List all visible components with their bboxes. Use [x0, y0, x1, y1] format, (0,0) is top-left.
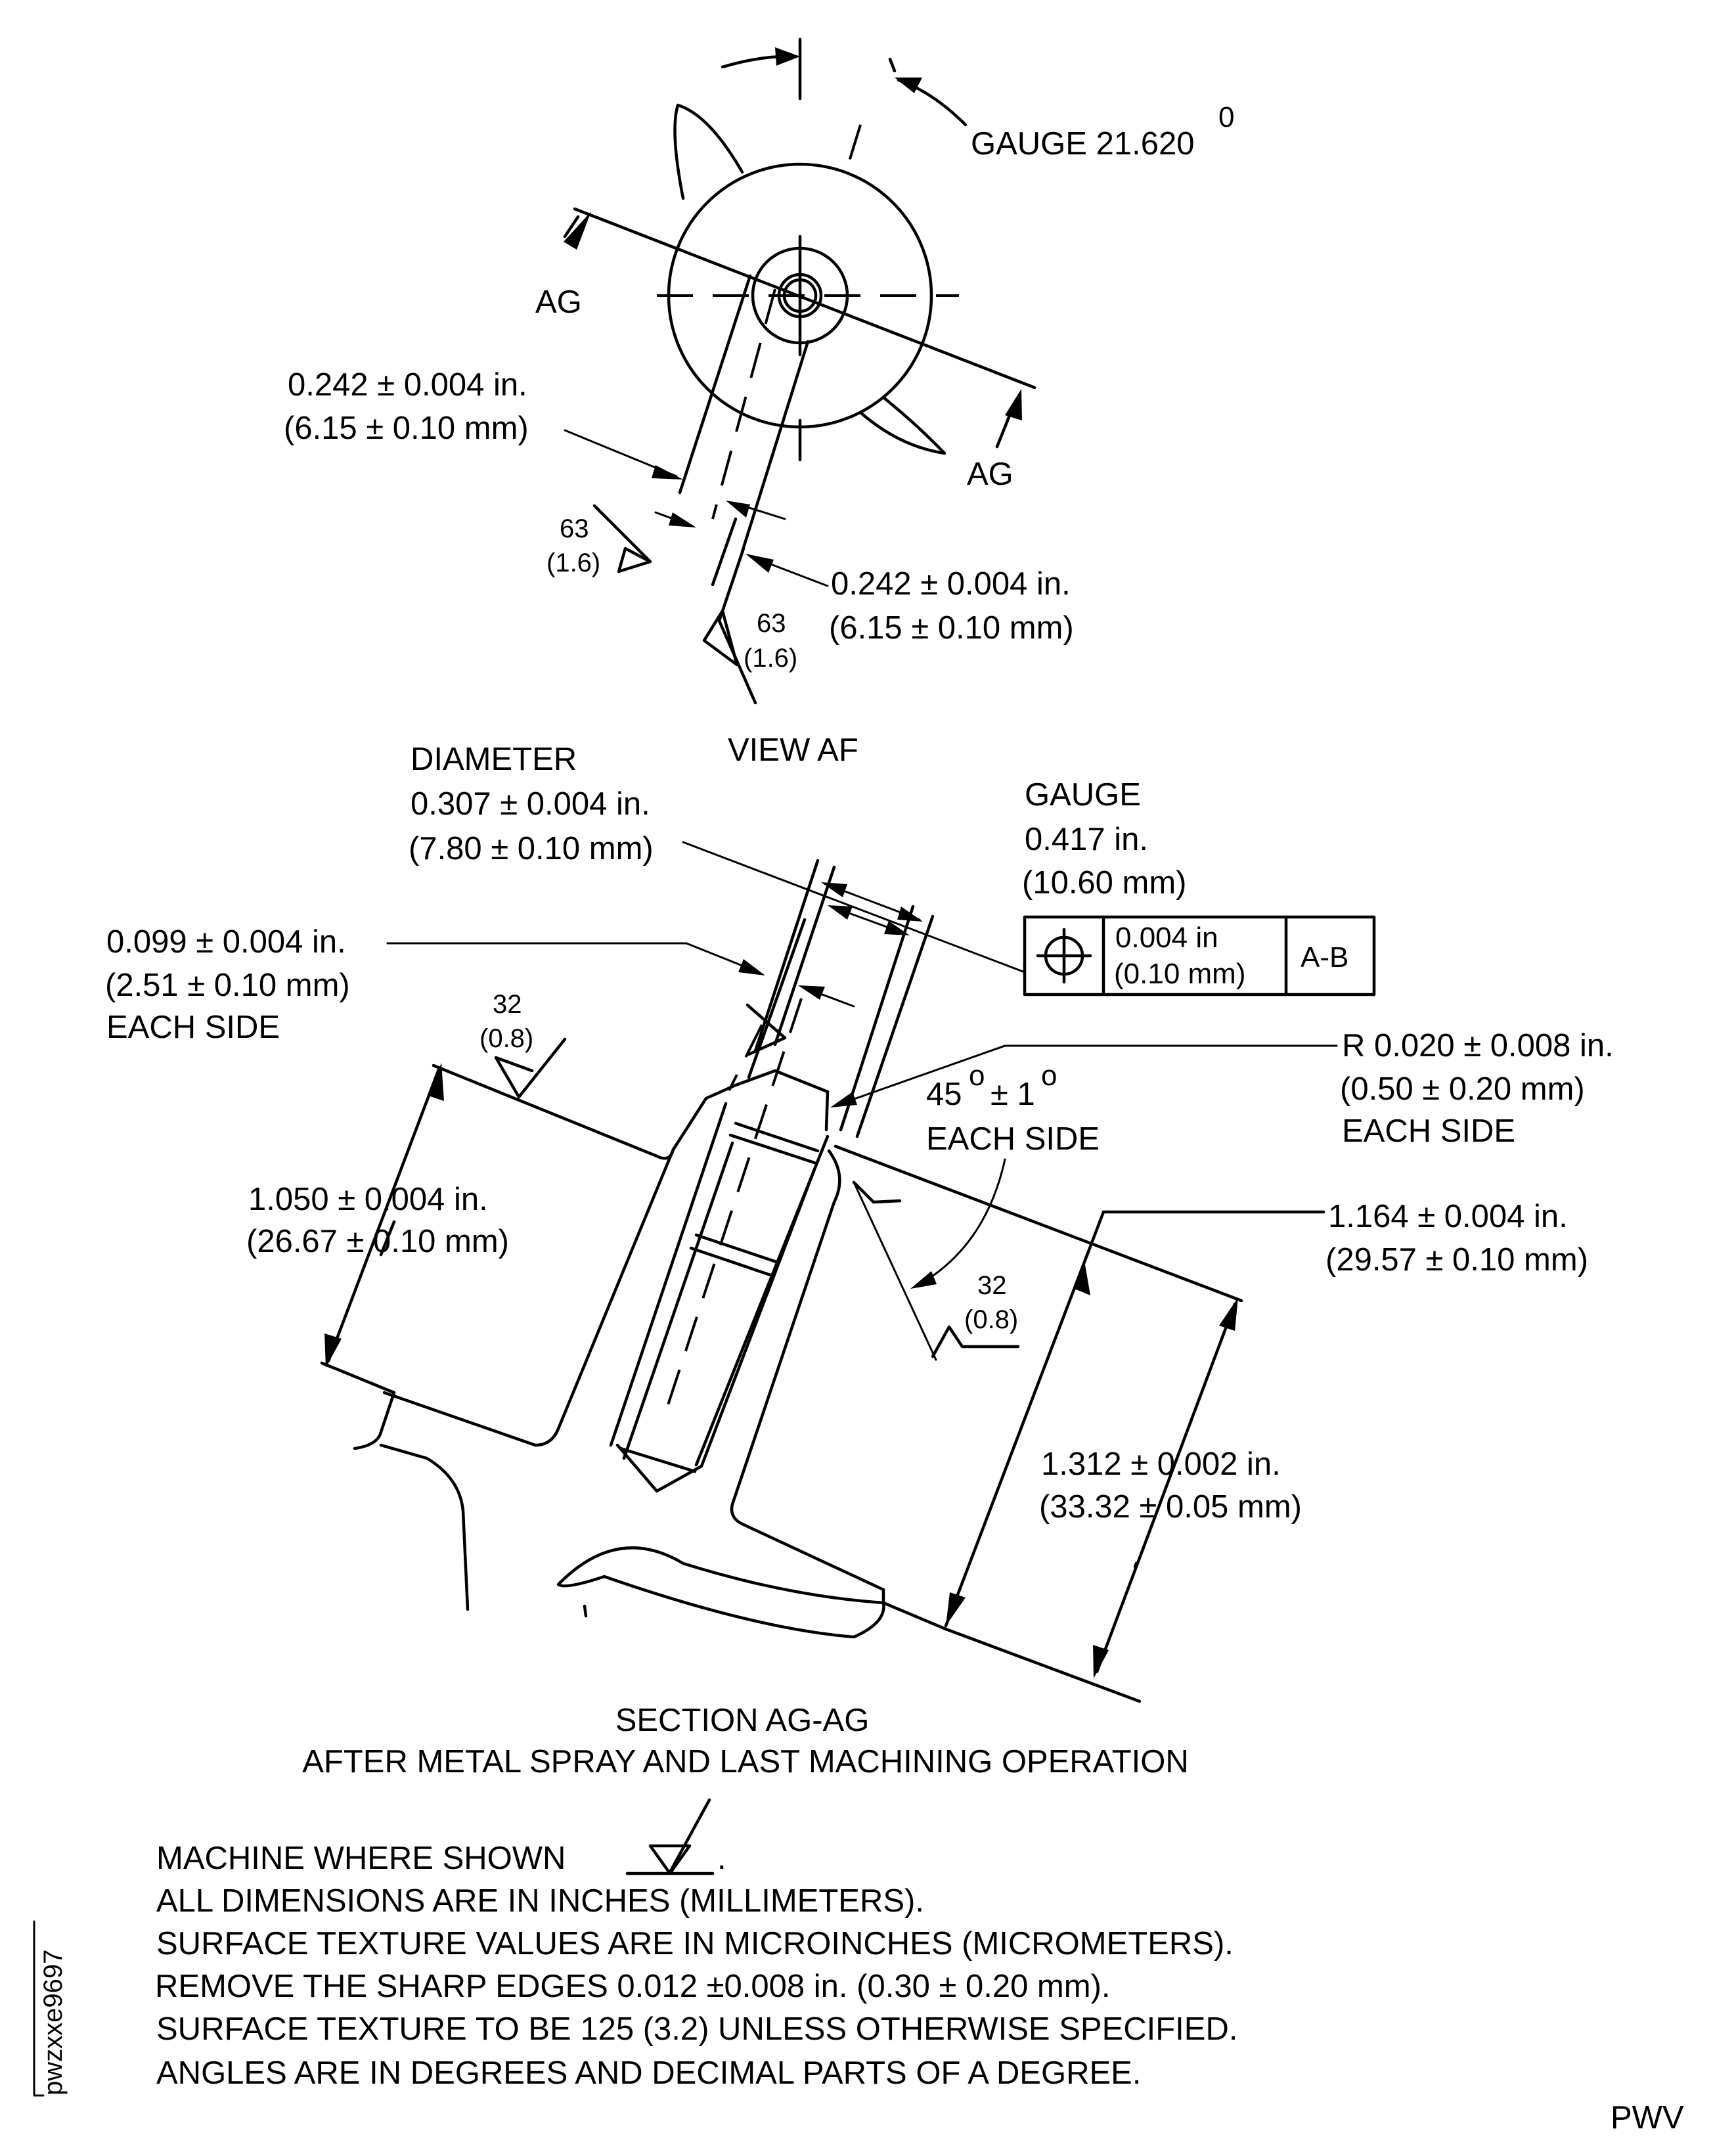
bore-top	[773, 1069, 830, 1132]
chamfer-tolerance-degree: o	[1041, 1060, 1057, 1092]
section-title: SECTION AG-AG	[615, 1703, 870, 1738]
section-top-left-edge	[432, 1064, 738, 1160]
dim-1050-line	[326, 1067, 441, 1363]
airfoil-section	[556, 1546, 885, 1639]
side-note: EACH SIDE	[106, 1010, 280, 1045]
pin-edge-right	[700, 1167, 816, 1468]
view-af: AG AG 0.242 ± 0.004 in. (6.15 ± 0.10 mm)…	[284, 37, 1234, 768]
gauge-reference-tick	[888, 57, 897, 73]
corner-code: PWV	[1611, 2100, 1684, 2136]
diameter-mm: (7.80 ± 0.10 mm)	[409, 831, 654, 866]
dim-width-2-mm: (6.15 ± 0.10 mm)	[829, 610, 1074, 646]
finish-symbol-32-top	[494, 1037, 567, 1099]
section-left-wall	[382, 1148, 675, 1447]
section-left-lower	[379, 1443, 470, 1611]
radius-in: R 0.020 ± 0.008 in.	[1342, 1028, 1614, 1064]
length-1-in: 1.050 ± 0.004 in.	[248, 1182, 488, 1217]
section-bottom-edge	[944, 1627, 1142, 1703]
finish-1-metric: (1.6)	[546, 549, 600, 577]
fcf-tolerance-mm: (0.10 mm)	[1114, 958, 1245, 990]
side-in: 0.099 ± 0.004 in.	[106, 924, 346, 960]
view-af-title: VIEW AF	[728, 732, 858, 768]
section-left-step	[320, 1361, 396, 1450]
diameter-leader	[682, 841, 1026, 974]
finish-symbol-63-right	[702, 609, 739, 667]
finish-right-metric: (0.8)	[964, 1305, 1018, 1334]
length-3-in: 1.312 ± 0.002 in.	[1041, 1446, 1281, 1482]
pin-tip	[615, 1443, 703, 1493]
length-2-in: 1.164 ± 0.004 in.	[1328, 1199, 1568, 1234]
dim-width-1-in: 0.242 ± 0.004 in.	[288, 367, 527, 403]
side-mm: (2.51 ± 0.10 mm)	[105, 968, 350, 1003]
note-2: ALL DIMENSIONS ARE IN INCHES (MILLIMETER…	[156, 1883, 924, 1919]
finish-right-value: 32	[977, 1271, 1007, 1300]
section-right-wall	[730, 1149, 885, 1592]
finish-2-value: 63	[757, 609, 786, 638]
pin-centerline	[662, 998, 803, 1420]
finish-symbol-63-left	[592, 504, 652, 573]
section-top-right-edge	[834, 1144, 1243, 1303]
note-6: ANGLES ARE IN DEGREES AND DECIMAL PARTS …	[156, 2055, 1141, 2091]
chamfer-tolerance: ± 1	[990, 1077, 1035, 1112]
chamfer-angle-degree: o	[969, 1060, 985, 1092]
gauge-in: 0.417 in.	[1025, 822, 1148, 857]
section-subtitle: AFTER METAL SPRAY AND LAST MACHINING OPE…	[302, 1744, 1189, 1780]
note-1-suffix: .	[717, 1841, 726, 1876]
dim-1164-line	[944, 1210, 1105, 1628]
dim-width-2-in: 0.242 ± 0.004 in.	[831, 566, 1071, 602]
diameter-in: 0.307 ± 0.004 in.	[411, 786, 650, 822]
note-3: SURFACE TEXTURE VALUES ARE IN MICROINCHE…	[156, 1926, 1234, 1961]
finish-1-value: 63	[560, 514, 589, 543]
finish-symbol-32-right	[931, 1325, 1020, 1358]
note-5: SURFACE TEXTURE TO BE 125 (3.2) UNLESS O…	[156, 2011, 1237, 2047]
finish-top-metric: (0.8)	[479, 1024, 533, 1053]
figure-id: pwzxxe9697	[33, 1920, 68, 2097]
note-4: REMOVE THE SHARP EDGES 0.012 ±0.008 in. …	[155, 1969, 1111, 2004]
stem-edge-left	[678, 274, 752, 495]
bore-edge-left	[609, 1102, 728, 1447]
blade-bottom-right	[858, 395, 946, 455]
gauge-angle-degree: 0	[1218, 101, 1234, 133]
machine-symbol-icon	[648, 1844, 692, 1875]
pin-groove	[694, 1233, 780, 1265]
chamfer-note: EACH SIDE	[926, 1121, 1100, 1157]
chamfer-angle-arc	[915, 1158, 1006, 1288]
angle-centerline	[846, 124, 862, 168]
radius-note: EACH SIDE	[1342, 1113, 1515, 1149]
section-marker-left: AG	[535, 284, 582, 320]
fcf-tolerance-in: 0.004 in	[1115, 922, 1218, 954]
feature-control-frame: 0.004 in (0.10 mm) A-B	[1023, 915, 1376, 997]
dim-1312-line	[1095, 1302, 1237, 1674]
blade-top-left	[673, 103, 744, 200]
pin-cap	[734, 1121, 820, 1153]
finish-2-metric: (1.6)	[744, 644, 797, 673]
finish-top-value: 32	[493, 990, 522, 1019]
fcf-datum: A-B	[1301, 941, 1348, 974]
pin-edge-left	[622, 1141, 734, 1460]
section-line-ag	[573, 207, 1036, 390]
chamfer-angle: 45	[926, 1077, 962, 1112]
diameter-label: DIAMETER	[411, 742, 577, 777]
length-3-mm: (33.32 ± 0.05 mm)	[1039, 1489, 1302, 1525]
section-marker-right: AG	[967, 457, 1013, 492]
length-2-mm: (29.57 ± 0.10 mm)	[1325, 1242, 1588, 1278]
stem-edge-right	[740, 340, 810, 554]
notes-leader	[668, 1798, 711, 1874]
note-1: MACHINE WHERE SHOWN	[156, 1841, 566, 1876]
stem-centerline	[711, 288, 776, 520]
section-ag-ag: 0.004 in (0.10 mm) A-B DIAMETER 0.307 ± …	[105, 742, 1614, 1780]
gauge-mm: (10.60 mm)	[1022, 865, 1187, 901]
gauge-label: GAUGE	[1025, 777, 1141, 813]
finish-symbol-side	[746, 1003, 787, 1056]
figure-id-text: pwzxxe9697	[39, 1950, 68, 2095]
general-notes: MACHINE WHERE SHOWN . ALL DIMENSIONS ARE…	[155, 1798, 1237, 2091]
radius-mm: (0.50 ± 0.20 mm)	[1340, 1071, 1585, 1107]
length-1-mm: (26.67 ± 0.10 mm)	[246, 1224, 509, 1259]
dim-width-1-mm: (6.15 ± 0.10 mm)	[284, 411, 529, 446]
gauge-angle: GAUGE 21.620	[971, 126, 1194, 162]
